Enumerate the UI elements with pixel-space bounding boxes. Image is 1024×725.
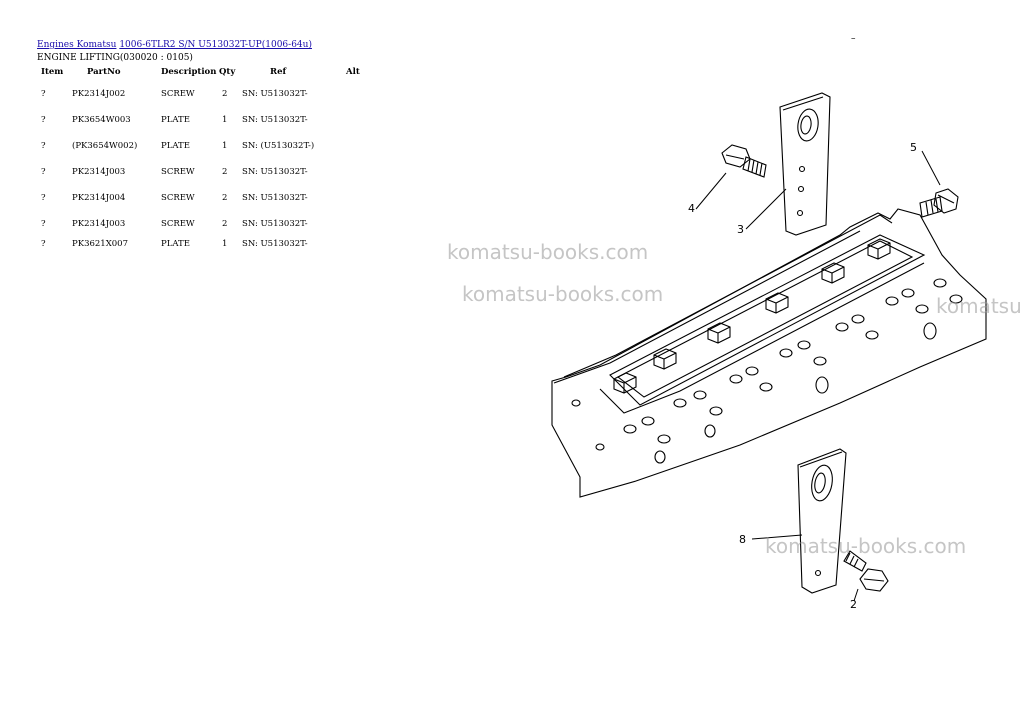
table-row: ? PK3621X007 PLATE 1 SN: U513032T- <box>35 239 376 265</box>
cell-partno: PK3654W003 <box>72 115 131 125</box>
cell-qty: 2 <box>222 167 228 177</box>
cell-item: ? <box>41 239 46 249</box>
bolt-5 <box>919 188 959 218</box>
cell-qty: 2 <box>222 219 228 229</box>
cell-alt <box>346 115 376 141</box>
table-row: ? PK2314J004 SCREW 2 SN: U513032T- <box>35 193 376 219</box>
engine-lifting-diagram <box>551 92 987 602</box>
cell-qty: 1 <box>222 141 228 151</box>
cell-alt <box>346 141 376 167</box>
cell-ref: SN: U513032T- <box>242 239 308 249</box>
callout-4: 4 <box>688 202 695 215</box>
cell-alt <box>346 193 376 219</box>
cylinder-head <box>551 208 987 498</box>
header-description: Description <box>161 67 217 77</box>
rocker-bosses <box>613 238 891 394</box>
cell-qty: 2 <box>222 89 228 99</box>
parts-table: Item PartNo Description Qty Ref Alt ? PK… <box>35 65 376 265</box>
table-row: ? PK2314J003 SCREW 2 SN: U513032T- <box>35 219 376 239</box>
breadcrumb-link-engines[interactable]: Engines Komatsu <box>37 40 117 50</box>
cell-item: ? <box>41 115 46 125</box>
cell-partno: PK2314J003 <box>72 219 126 229</box>
header-item: Item <box>41 67 64 77</box>
cell-item: ? <box>41 167 46 177</box>
upper-lifting-plate <box>779 92 831 236</box>
cell-alt <box>346 167 376 193</box>
cell-item: ? <box>41 219 46 229</box>
cell-ref: SN: U513032T- <box>242 193 308 203</box>
header-qty: Qty <box>219 67 236 77</box>
cell-ref: SN: U513032T- <box>242 115 308 125</box>
header-ref: Ref <box>270 67 287 77</box>
cell-alt <box>346 219 376 239</box>
watermark: komatsu-books.com <box>462 282 664 306</box>
cell-partno: (PK3654W002) <box>72 141 138 151</box>
cell-description: PLATE <box>161 239 190 249</box>
cell-ref: SN: (U513032T-) <box>242 141 315 151</box>
cell-description: SCREW <box>161 89 195 99</box>
cell-qty: 2 <box>222 193 228 203</box>
port-holes <box>571 278 963 464</box>
cell-item: ? <box>41 193 46 203</box>
watermark: komatsu-books.com <box>447 240 649 264</box>
corner-mark: – <box>851 34 856 44</box>
cell-ref: SN: U513032T- <box>242 167 308 177</box>
callout-leaders <box>695 150 941 602</box>
cell-qty: 1 <box>222 239 228 249</box>
cell-item: ? <box>41 89 46 99</box>
table-header-row: Item PartNo Description Qty Ref Alt <box>35 65 376 89</box>
callout-2: 2 <box>850 598 857 611</box>
callout-3: 3 <box>737 223 744 236</box>
watermark-partial: komatsu <box>936 294 1022 318</box>
bolt-2 <box>843 550 889 592</box>
table-row: ? (PK3654W002) PLATE 1 SN: (U513032T-) <box>35 141 376 167</box>
cell-alt <box>346 89 376 115</box>
cell-partno: PK2314J004 <box>72 193 126 203</box>
callout-5: 5 <box>910 141 917 154</box>
callout-8: 8 <box>739 533 746 546</box>
cell-partno: PK3621X007 <box>72 239 128 249</box>
cell-partno: PK2314J002 <box>72 89 126 99</box>
cell-partno: PK2314J003 <box>72 167 126 177</box>
breadcrumb: Engines Komatsu 1006-6TLR2 S/N U513032T-… <box>37 40 312 50</box>
table-row: ? PK2314J002 SCREW 2 SN: U513032T- <box>35 89 376 115</box>
cell-alt <box>346 239 376 265</box>
breadcrumb-link-model[interactable]: 1006-6TLR2 S/N U513032T-UP(1006-64u) <box>119 40 312 50</box>
cell-description: SCREW <box>161 167 195 177</box>
table-row: ? PK2314J003 SCREW 2 SN: U513032T- <box>35 167 376 193</box>
cell-ref: SN: U513032T- <box>242 219 308 229</box>
cell-description: SCREW <box>161 219 195 229</box>
cell-description: PLATE <box>161 141 190 151</box>
cell-ref: SN: U513032T- <box>242 89 308 99</box>
watermark: komatsu-books.com <box>765 534 967 558</box>
table-row: ? PK3654W003 PLATE 1 SN: U513032T- <box>35 115 376 141</box>
bolt-4 <box>721 144 767 178</box>
header-alt: Alt <box>346 67 360 77</box>
page-subtitle: ENGINE LIFTING(030020 : 0105) <box>37 53 193 63</box>
cell-description: PLATE <box>161 115 190 125</box>
header-partno: PartNo <box>87 67 121 77</box>
lower-lifting-plate <box>797 448 847 594</box>
cell-description: SCREW <box>161 193 195 203</box>
cell-item: ? <box>41 141 46 151</box>
cell-qty: 1 <box>222 115 228 125</box>
